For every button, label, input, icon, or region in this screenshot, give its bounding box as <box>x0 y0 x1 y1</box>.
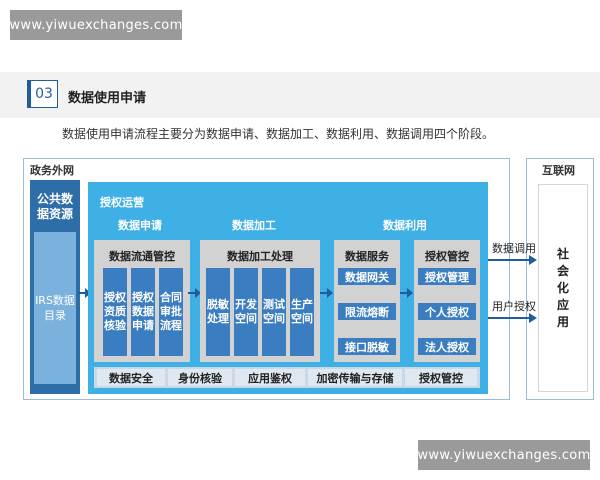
flow-control-title: 数据流通管控 <box>109 250 175 263</box>
proc-item-prod-space: 生产空间 <box>290 268 314 356</box>
internet-label: 互联网 <box>542 164 575 177</box>
section-accent <box>27 80 30 108</box>
watermark-top: www.yiwuexchanges.com <box>9 10 182 40</box>
proc-item-test-space: 测试空间 <box>262 268 286 356</box>
auth-control-title: 授权管控 <box>425 250 469 263</box>
service-item-rate-limit: 限流熔断 <box>338 303 396 320</box>
arrow-flow-to-proc <box>188 288 201 298</box>
auth-item-legal-person: 法人授权 <box>418 338 476 355</box>
section-number: 03 <box>30 80 58 108</box>
processing-title: 数据加工处理 <box>227 250 293 263</box>
section-intro: 数据使用申请流程主要分为数据申请、数据加工、数据利用、数据调用四个阶段。 <box>62 127 495 141</box>
authorized-ops-title: 授权运营 <box>100 196 144 209</box>
section-title: 数据使用申请 <box>68 91 147 106</box>
security-auth-control: 授权管控 <box>405 369 477 386</box>
security-identity-check: 身份核验 <box>168 369 232 386</box>
flow-item-contract-approval: 合同审批流程 <box>159 268 183 356</box>
arrow-user-auth <box>488 313 537 323</box>
service-item-api-desensitize: 接口脱敏 <box>338 338 396 355</box>
social-application-box: 社会化应用 <box>538 184 588 392</box>
stage-process-label: 数据加工 <box>232 219 276 232</box>
flow-label-user-auth: 用户授权 <box>492 300 536 313</box>
auth-item-management: 授权管理 <box>418 268 476 285</box>
security-app-auth: 应用鉴权 <box>235 369 305 386</box>
service-item-gateway: 数据网关 <box>338 268 396 285</box>
watermark-bottom: www.yiwuexchanges.com <box>417 440 590 470</box>
proc-item-dev-space: 开发空间 <box>234 268 258 356</box>
flow-item-data-request: 授权数据申请 <box>131 268 155 356</box>
stage-apply-label: 数据申请 <box>118 219 162 232</box>
arrow-proc-to-service <box>320 288 333 298</box>
arrow-service-to-auth <box>400 288 413 298</box>
auth-item-personal: 个人授权 <box>418 303 476 320</box>
flow-label-data-call: 数据调用 <box>492 242 536 255</box>
stage-use-label: 数据利用 <box>383 219 427 232</box>
header-band <box>0 72 600 118</box>
proc-item-desensitize: 脱敏处理 <box>206 268 230 356</box>
security-encrypt: 加密传输与存储 <box>308 369 402 386</box>
gov-network-label: 政务外网 <box>30 164 74 177</box>
arrow-data-call <box>488 255 537 265</box>
irs-catalog: IRS数据目录 <box>34 232 76 384</box>
security-label: 数据安全 <box>97 369 165 386</box>
flow-item-qualification: 授权资质核验 <box>103 268 127 356</box>
data-service-title: 数据服务 <box>345 250 389 263</box>
public-resource-title: 公共数据资源 <box>36 192 73 221</box>
